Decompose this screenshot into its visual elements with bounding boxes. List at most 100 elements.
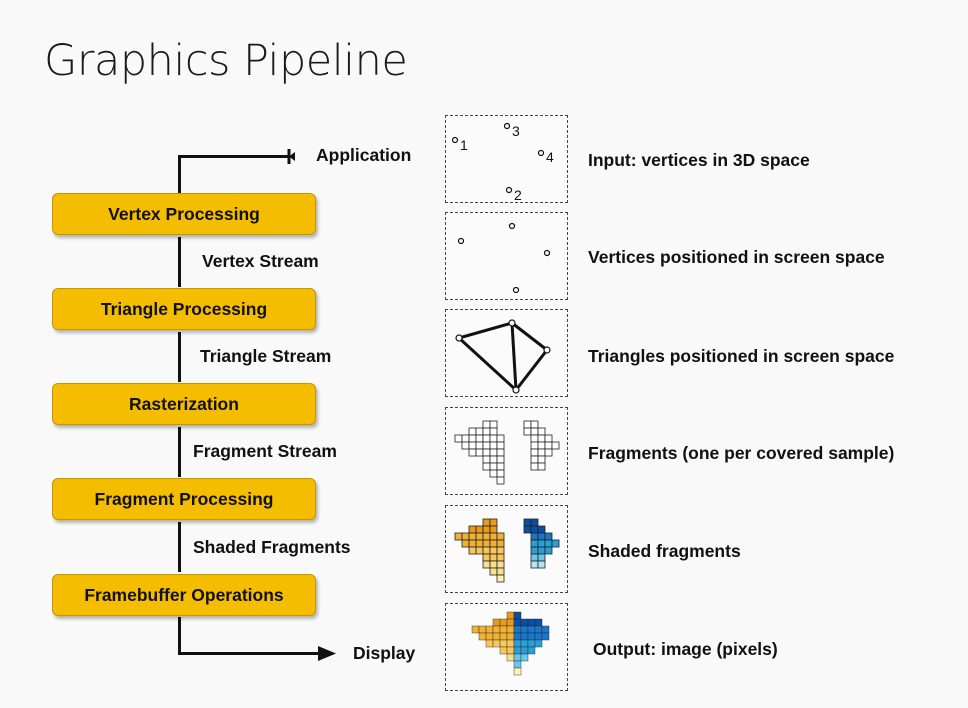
pixel-cell [520,618,529,627]
fragment-cell [475,539,484,548]
display-label: Display [353,643,416,663]
fragment-cell [537,462,546,471]
pixel-cell [506,618,515,627]
fragment-cell [496,560,505,569]
arrow-into-application-icon [287,149,295,169]
pixel-cell [520,625,529,634]
panel-shaded-fragments [445,505,568,593]
fragment-cell [530,553,539,562]
fragment-cell [475,448,484,457]
fragment-cell [489,469,498,478]
fragment-cell [496,441,505,450]
screen-vertex-2 [512,286,520,294]
stream-vertex: Vertex Stream [202,251,319,271]
fragment-cell [544,441,553,450]
pixel-cell [527,632,536,641]
stream-shaded-fragments: Shaded Fragments [193,537,351,557]
fragment-cell [551,441,560,450]
fragment-cell [530,441,539,450]
fragment-cell [482,455,491,464]
fragment-cell [551,539,560,548]
fragment-cell [544,532,553,541]
vertex-point-4 [537,149,545,157]
panel-output-image [445,603,568,691]
fragment-cell [468,525,477,534]
triangle-vertex-4 [543,346,551,354]
fragment-cell [489,539,498,548]
pixel-cell [527,646,536,655]
fragment-cell [496,448,505,457]
pixel-cell [513,639,522,648]
desc-screen-vertices: Vertices positioned in screen space [588,247,885,267]
fragment-cell [537,532,546,541]
fragment-cell [496,532,505,541]
fragment-cell [482,532,491,541]
pixel-cell [499,618,508,627]
fragment-cell [530,546,539,555]
flow-line-4 [178,522,181,572]
fragment-cell [544,434,553,443]
fragment-cell [461,532,470,541]
pixel-cell [520,646,529,655]
fragment-cell [482,434,491,443]
flow-line-top [178,155,181,193]
stage-vertex-processing: Vertex Processing [52,193,316,235]
panel-triangles [445,309,568,397]
fragment-cell [461,434,470,443]
fragment-cell [537,455,546,464]
vertex-label-1: 1 [460,137,468,153]
desc-output-image: Output: image (pixels) [593,639,778,659]
fragment-cell [468,448,477,457]
pixel-cell [492,632,501,641]
pixel-cell [513,618,522,627]
fragment-cell [544,448,553,457]
fragment-cell [496,476,505,485]
fragment-cell [544,539,553,548]
fragment-cell [530,448,539,457]
stage-triangle-processing: Triangle Processing [52,288,316,330]
fragment-cell [489,448,498,457]
pixel-cell [513,625,522,634]
fragment-cell [530,434,539,443]
fragment-cell [489,420,498,429]
fragment-cell [496,574,505,583]
page-title: Graphics Pipeline [44,36,408,86]
fragment-cell [482,525,491,534]
fragment-cell [482,441,491,450]
fragment-cell [489,560,498,569]
fragment-cell [530,539,539,548]
fragment-cell [530,518,539,527]
fragment-cell [496,567,505,576]
panel-fragments [445,407,568,495]
fragment-cell [468,434,477,443]
fragment-cell [489,525,498,534]
fragment-cell [468,427,477,436]
application-label: Application [316,145,412,165]
fragment-cell [523,518,532,527]
pixel-cell [499,632,508,641]
fragment-cell [489,553,498,562]
flow-line-2 [178,332,181,382]
pixel-cell [527,639,536,648]
pixel-cell [541,625,550,634]
fragment-cell [537,427,546,436]
fragment-cell [537,441,546,450]
fragment-cell [530,455,539,464]
screen-vertex-4 [543,249,551,257]
fragment-cell [461,539,470,548]
desc-fragments: Fragments (one per covered sample) [588,443,895,463]
pixel-cell [485,625,494,634]
desc-input-vertices: Input: vertices in 3D space [588,150,810,170]
fragment-cell [475,546,484,555]
fragment-cell [468,532,477,541]
flow-line-1 [178,237,181,287]
pixel-cell [506,632,515,641]
triangle-vertex-3 [508,319,516,327]
fragment-cell [475,427,484,436]
fragment-cell [489,518,498,527]
screen-vertex-3 [508,222,516,230]
pixel-cell [520,639,529,648]
pixel-cell [513,667,522,676]
screen-vertex-1 [457,237,465,245]
fragment-cell [475,441,484,450]
